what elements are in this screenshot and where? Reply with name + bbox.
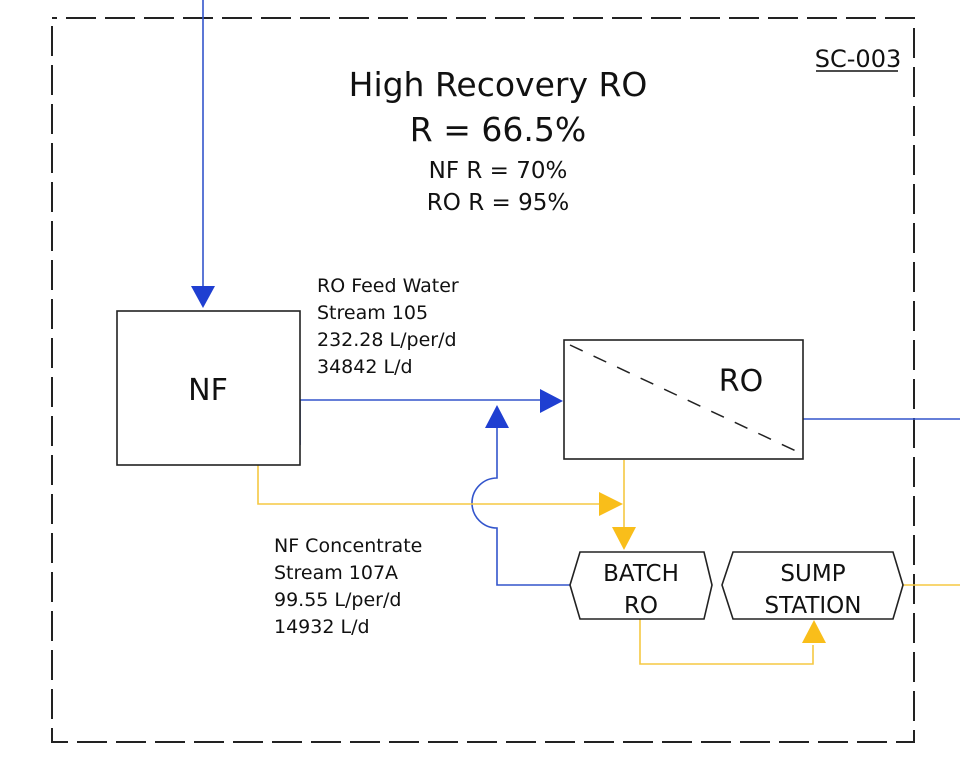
nf-concentrate-line [257, 465, 600, 505]
sump-inlet-arrow-icon [802, 620, 826, 643]
sump-label-line1: SUMP [780, 561, 845, 587]
stream-label-line: 99.55 L/per/d [274, 589, 401, 611]
ro-inlet-arrow-icon [540, 389, 563, 413]
nf-concentrate-stream-label: NF Concentrate Stream 107A 99.55 L/per/d… [274, 535, 422, 638]
concentrate-arrow-icon [599, 492, 623, 516]
membrane-line [569, 344, 799, 453]
overall-recovery: R = 66.5% [410, 110, 586, 149]
batch-ro-label-line2: RO [624, 593, 658, 619]
batch-ro-unit[interactable]: BATCH RO [569, 551, 713, 620]
sump-label-line2: STATION [765, 593, 862, 619]
system-boundary [51, 17, 915, 743]
batch-to-sump-line [639, 619, 814, 665]
stream-label-line: NF Concentrate [274, 535, 422, 557]
arrows [191, 286, 826, 643]
sheet-id: SC-003 [815, 45, 901, 73]
batch-ro-label-line1: BATCH [603, 561, 679, 587]
nf-unit[interactable]: NF [116, 310, 301, 466]
yellow-flow-lines [257, 460, 960, 665]
nf-inlet-arrow-icon [191, 286, 215, 308]
ro-unit[interactable]: RO [563, 339, 804, 460]
stream-label-line: RO Feed Water [317, 275, 459, 297]
return-arrow-icon [485, 405, 509, 428]
ro-recovery: RO R = 95% [427, 190, 569, 216]
sump-station-unit[interactable]: SUMP STATION [721, 551, 904, 620]
batch-ro-permeate-return [471, 428, 570, 586]
batch-inlet-arrow-icon [612, 527, 636, 550]
stream-label-line: 34842 L/d [317, 356, 413, 378]
nf-recovery: NF R = 70% [429, 158, 568, 184]
stream-label-line: Stream 107A [274, 562, 398, 584]
nf-label: NF [188, 373, 228, 408]
ro-feed-stream-label: RO Feed Water Stream 105 232.28 L/per/d … [317, 275, 459, 378]
ro-label: RO [719, 364, 763, 399]
stream-label-line: Stream 105 [317, 302, 428, 324]
stream-label-line: 14932 L/d [274, 616, 370, 638]
stream-label-line: 232.28 L/per/d [317, 329, 457, 351]
diagram-title: High Recovery RO [349, 65, 648, 104]
